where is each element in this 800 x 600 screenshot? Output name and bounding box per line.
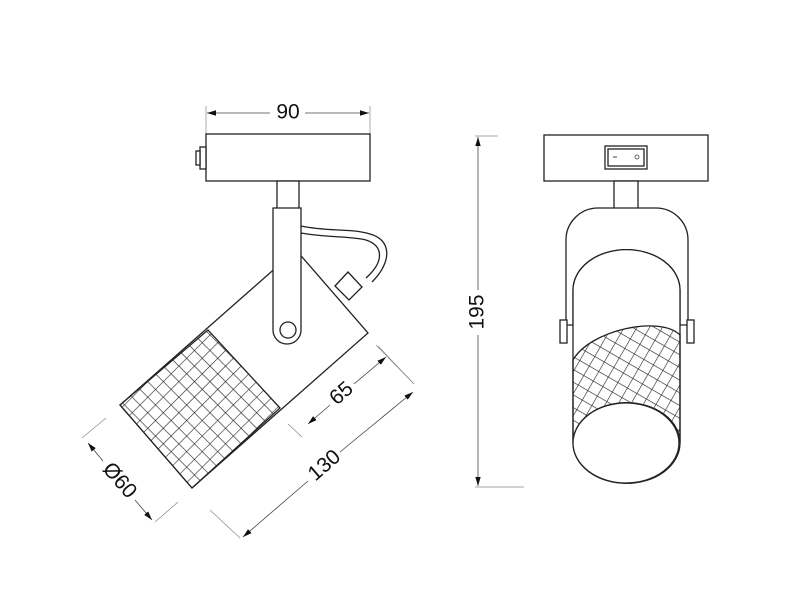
arm bbox=[272, 207, 302, 345]
cable bbox=[300, 225, 388, 283]
lamp-opening bbox=[572, 402, 680, 484]
pivot-left bbox=[559, 319, 568, 344]
stem bbox=[276, 180, 300, 210]
width-dimension: 90 bbox=[205, 101, 371, 134]
stem-front bbox=[613, 180, 639, 210]
base-plate bbox=[205, 133, 371, 182]
width-label: 90 bbox=[276, 101, 299, 124]
pivot-right bbox=[686, 319, 695, 344]
diameter-label: Ø60 bbox=[98, 458, 141, 503]
pivot-screw bbox=[279, 321, 297, 339]
height-label: 195 bbox=[466, 294, 489, 329]
body-length-label: 130 bbox=[304, 445, 346, 485]
side-view: 90 65 130 bbox=[81, 101, 415, 539]
rocker-switch bbox=[604, 145, 648, 170]
mesh-shade bbox=[119, 329, 281, 489]
front-view: 195 bbox=[466, 134, 709, 488]
height-dimension: 195 bbox=[466, 135, 524, 488]
switch-nub bbox=[199, 146, 207, 170]
cable-connector bbox=[334, 271, 363, 301]
shade-length-label: 65 bbox=[325, 377, 358, 410]
